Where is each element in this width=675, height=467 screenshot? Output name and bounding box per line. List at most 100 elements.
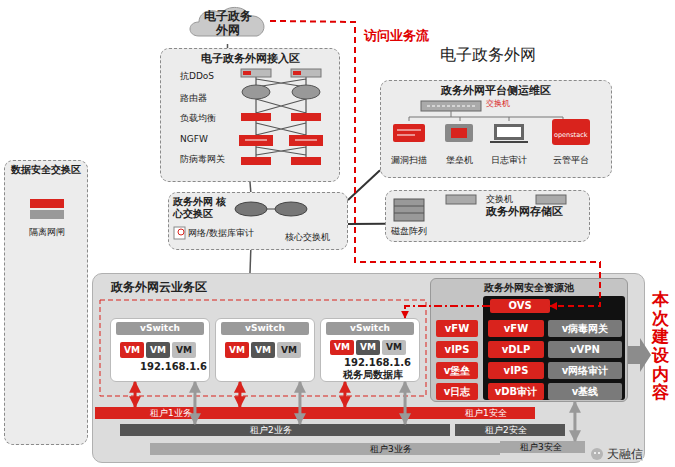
- node-text: OVS: [508, 300, 531, 312]
- layout-box: 磁盘阵列: [391, 226, 427, 237]
- svg-rect: [451, 128, 467, 138]
- heading-label: 电子政务外网: [440, 45, 536, 64]
- vnf-box: vFW: [436, 320, 478, 337]
- ovs-box: OVS: [490, 299, 550, 313]
- svg-ellipse: [242, 85, 270, 99]
- node-text: VM: [386, 342, 402, 353]
- node-text: v日志: [444, 386, 471, 398]
- node-text: 数据安全交换区: [11, 164, 81, 176]
- layout-box: 192.168.1.6: [140, 361, 207, 373]
- node-text: VM: [150, 345, 166, 356]
- connector: [249, 182, 251, 192]
- vm-box: VM: [277, 342, 301, 358]
- node-text: 网络/数据库审计: [188, 228, 254, 239]
- node-text: 核心交换机: [285, 232, 330, 243]
- node-text: VM: [124, 345, 140, 356]
- connector: [343, 382, 346, 407]
- brand-label: openstack: [554, 132, 587, 140]
- layout-box: 访问业务流: [362, 28, 431, 44]
- cloud-shape: 电子政务 外网: [185, 2, 270, 44]
- svg-polygon: [628, 338, 651, 372]
- zone-panel: 政务外网 核心交换区网络/数据库审计 核心交换机: [168, 192, 348, 250]
- layout-box: 交换机: [486, 99, 510, 109]
- node-text: 政务外网存储区: [486, 205, 563, 218]
- svg-circle: [178, 229, 184, 235]
- node-text: 政务外网平台侧运维区: [441, 84, 551, 97]
- node-text: 租户1业务: [150, 407, 192, 419]
- svg-rect: [241, 157, 271, 165]
- node-text: 交换机: [486, 194, 513, 205]
- svg-path: [394, 206, 424, 213]
- layout-box: 电子政务外网: [440, 45, 536, 64]
- icon-node: 隔离网闸: [12, 195, 82, 240]
- layout-box: NGFW: [180, 134, 208, 145]
- svg-ellipse: [275, 202, 307, 216]
- svg-rect: [291, 69, 321, 77]
- vswitch-box: vSwitchVMVMVM: [215, 318, 315, 382]
- node-text: v堡垒: [444, 365, 471, 377]
- edge-label: 访问业务流: [362, 28, 431, 44]
- vnf-box: v日志: [436, 383, 478, 400]
- connector: [348, 170, 380, 200]
- connector: [404, 382, 407, 424]
- tenant-bar: 租户2业务: [120, 424, 450, 436]
- icon-node: 堡垒机: [437, 120, 481, 168]
- svg-path: [28, 204, 29, 236]
- connector: [573, 402, 576, 441]
- icon-node: 云管平台: [540, 115, 602, 168]
- node-text: v基线: [572, 386, 599, 398]
- layout-box: 天融信: [607, 447, 643, 461]
- vnf-box: vIPS: [436, 341, 478, 358]
- svg-rect: [30, 199, 64, 208]
- svg-rect: [494, 124, 524, 140]
- svg-path: [427, 106, 475, 107]
- icon-node: 日志审计: [484, 120, 534, 168]
- tenant-bar: 租户2安全: [455, 424, 565, 436]
- node-text: vFW: [504, 323, 528, 335]
- pool-panel: 政务外网安全资源池OVSvFWvIPSv堡垒v日志vFWv病毒网关vDLPvVP…: [430, 278, 628, 402]
- node-text: 日志审计: [491, 155, 527, 166]
- svg-rect: [241, 69, 271, 77]
- tenant-bar: 租户3业务: [150, 443, 500, 455]
- svg-path: [490, 141, 528, 143]
- tenant-bar: 租户1业务: [95, 407, 435, 419]
- svg-rect: [421, 101, 481, 111]
- icon-node: 漏洞扫描: [385, 120, 433, 168]
- svg-rect: [394, 199, 424, 221]
- ip-label: 192.168.1.6: [344, 357, 411, 369]
- device-label: 路由器: [180, 93, 207, 104]
- connector: [348, 223, 385, 225]
- node-text: v网络审计: [562, 365, 609, 377]
- svg-rect: [393, 124, 425, 142]
- node-text: VM: [360, 342, 376, 353]
- node-text: vSwitch: [245, 322, 285, 335]
- node-text: vVPN: [570, 344, 600, 356]
- connector: [193, 382, 196, 424]
- node-text: vIPS: [504, 365, 529, 377]
- svg-circle: [598, 452, 600, 454]
- svg-path: [397, 130, 421, 135]
- node-text: 电子政务外网接入区: [201, 52, 300, 65]
- svg-circle: [591, 448, 603, 460]
- layout-box: 抗DDoS: [180, 71, 214, 82]
- node-text: v病毒网关: [562, 323, 609, 335]
- svg-rect: [293, 71, 301, 75]
- node-text: VM: [281, 345, 297, 356]
- node-text: 政务外网 核心交换区: [173, 196, 229, 220]
- vm-box: VM: [146, 342, 170, 358]
- vnf-box: vVPN: [548, 341, 622, 358]
- icon-node: 网络/数据库审计: [172, 222, 272, 244]
- node-text: vDLP: [502, 344, 531, 356]
- node-text: 租户2业务: [250, 424, 292, 436]
- layout-box: 192.168.1.6: [344, 357, 411, 369]
- vm-box: VM: [330, 340, 354, 355]
- connector: [238, 382, 241, 407]
- svg-rect: [326, 322, 414, 335]
- svg-rect: [497, 127, 521, 137]
- vm-box: VM: [172, 342, 196, 358]
- layout-box: 本次建设内容: [652, 290, 669, 402]
- node-text: vIPS: [445, 344, 470, 356]
